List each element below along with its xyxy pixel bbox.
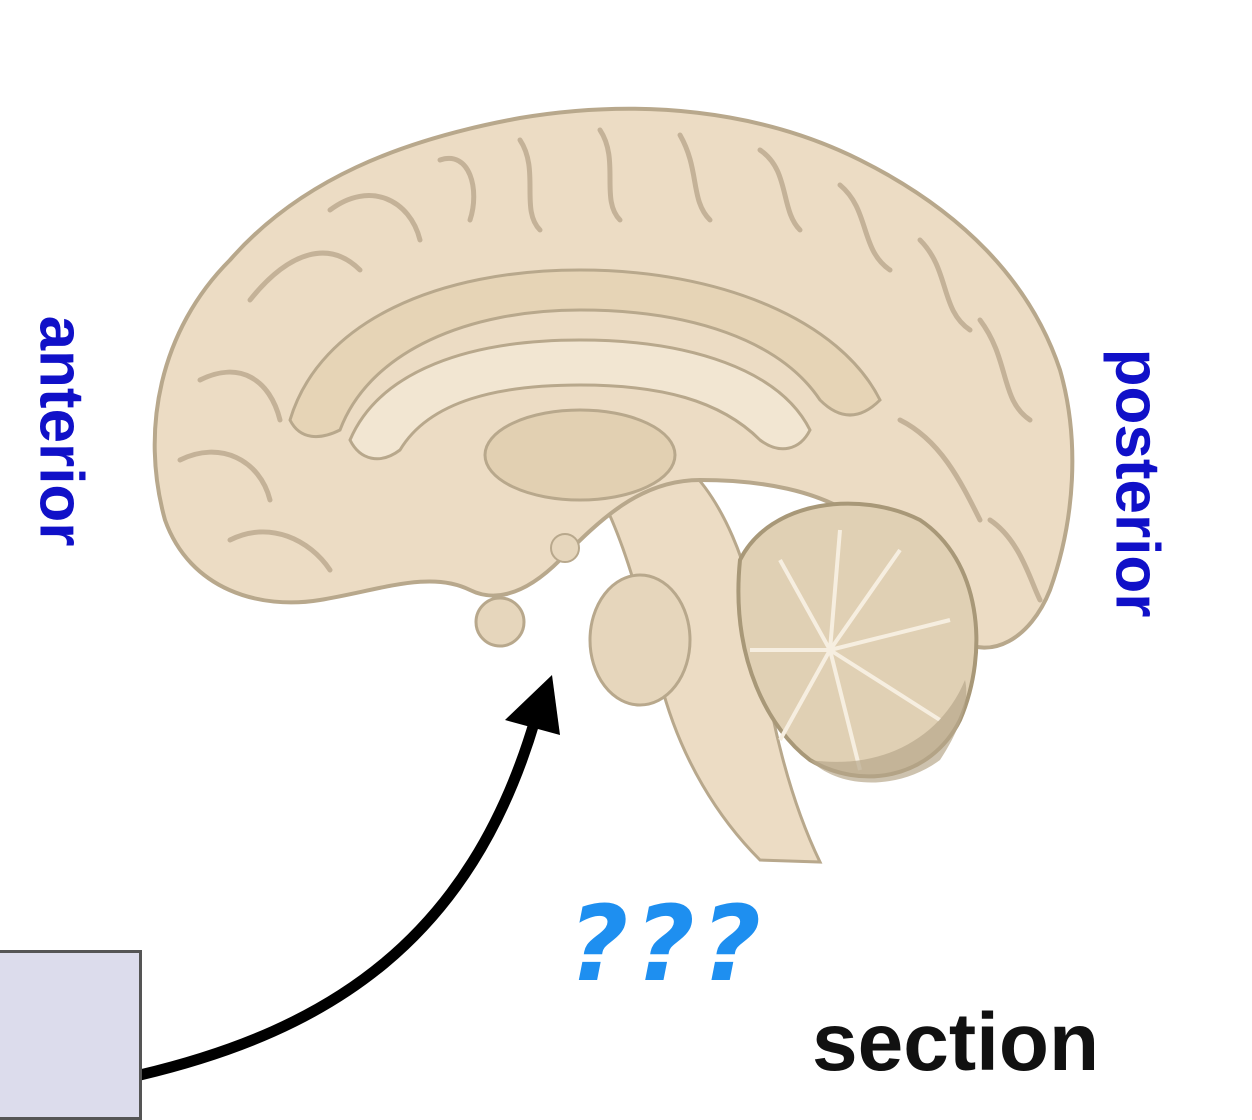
gyri-lines [177,127,1043,603]
anterior-label: anterior [26,315,96,547]
corpus-callosum [348,338,812,461]
pituitary [474,596,526,648]
question-marks: ??? [568,883,767,1005]
section-label: section [812,997,1100,1088]
label-box [0,950,142,1120]
thalamus [483,408,677,502]
arrow-head [505,675,560,735]
curved-arrow-icon [134,714,541,1081]
mammillary-body [550,533,580,563]
cerebellum-arbor [750,529,951,771]
pons [588,573,692,707]
posterior-label: posterior [1102,348,1172,618]
cerebellum-tonsil [810,680,967,783]
cingulate-gyrus [288,268,882,439]
